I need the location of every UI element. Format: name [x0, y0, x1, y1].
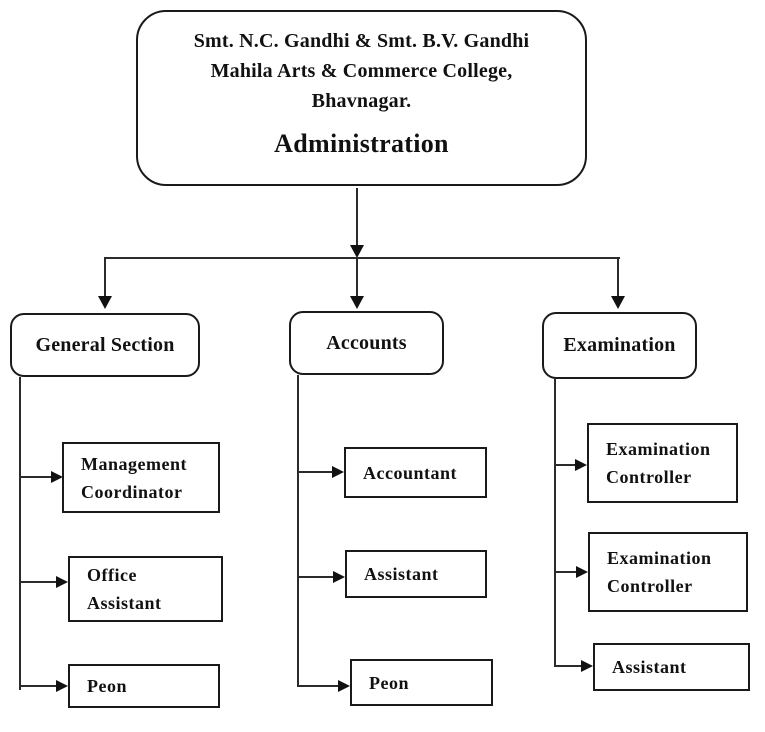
child-node-peon-accounts: Peon: [350, 659, 493, 706]
child-node-management-coordinator: Management Coordinator: [62, 442, 220, 513]
college-name-line-3: Bhavnagar.: [311, 90, 412, 112]
arrow-right-icon: [332, 466, 344, 478]
arrow-right-icon: [56, 576, 68, 588]
branch-line: [19, 685, 57, 687]
arrow-down-icon: [350, 245, 364, 258]
child-node-assistant-exam: Assistant: [593, 643, 750, 691]
arrow-right-icon: [575, 459, 587, 471]
branch-line: [555, 571, 577, 573]
arrow-down-icon: [98, 296, 112, 309]
child-node-label: Examination Controller: [607, 548, 712, 596]
child-node-label: Assistant: [364, 564, 439, 584]
branch-drop-line-mid: [356, 259, 358, 297]
child-node-assistant-accounts: Assistant: [345, 550, 487, 598]
branch-line: [555, 665, 582, 667]
child-node-label: Examination Controller: [606, 439, 711, 487]
college-name-line-1: Smt. N.C. Gandhi & Smt. B.V. Gandhi: [193, 30, 530, 52]
arrow-right-icon: [51, 471, 63, 483]
branch-line: [19, 476, 52, 478]
branch-drop-line-left: [104, 259, 106, 297]
child-node-label: Assistant: [612, 657, 687, 677]
section-node-accounts: Accounts: [289, 311, 444, 375]
spine-general: [19, 377, 21, 690]
section-node-general: General Section: [10, 313, 200, 377]
arrow-right-icon: [338, 680, 350, 692]
child-node-label: Office Assistant: [87, 565, 162, 613]
root-node-administration: Smt. N.C. Gandhi & Smt. B.V. Gandhi Mahi…: [136, 10, 587, 186]
section-label: Examination: [563, 334, 676, 356]
section-node-examination: Examination: [542, 312, 697, 379]
child-node-label: Management Coordinator: [81, 453, 187, 502]
child-node-label: Accountant: [363, 462, 457, 483]
branch-line: [298, 685, 339, 687]
child-node-label: Peon: [369, 672, 409, 693]
branch-drop-line-right: [617, 259, 619, 297]
arrow-right-icon: [56, 680, 68, 692]
branch-line: [298, 471, 333, 473]
branch-line: [298, 576, 334, 578]
root-drop-line: [356, 188, 358, 246]
college-name-line-2: Mahila Arts & Commerce College,: [210, 60, 513, 82]
root-title: Administration: [274, 129, 449, 158]
arrow-right-icon: [581, 660, 593, 672]
spine-examination: [554, 379, 556, 667]
distribution-line: [104, 257, 620, 259]
section-label: General Section: [35, 333, 175, 356]
child-node-accountant: Accountant: [344, 447, 487, 498]
child-node-exam-controller-1: Examination Controller: [587, 423, 738, 503]
college-name: Smt. N.C. Gandhi & Smt. B.V. Gandhi Mahi…: [138, 26, 585, 116]
arrow-down-icon: [350, 296, 364, 309]
child-node-peon-general: Peon: [68, 664, 220, 708]
child-node-label: Peon: [87, 676, 127, 696]
arrow-right-icon: [333, 571, 345, 583]
spine-accounts: [297, 375, 299, 687]
section-label: Accounts: [326, 331, 407, 354]
child-node-exam-controller-2: Examination Controller: [588, 532, 748, 612]
arrow-right-icon: [576, 566, 588, 578]
branch-line: [555, 464, 576, 466]
arrow-down-icon: [611, 296, 625, 309]
branch-line: [19, 581, 57, 583]
child-node-office-assistant: Office Assistant: [68, 556, 223, 622]
